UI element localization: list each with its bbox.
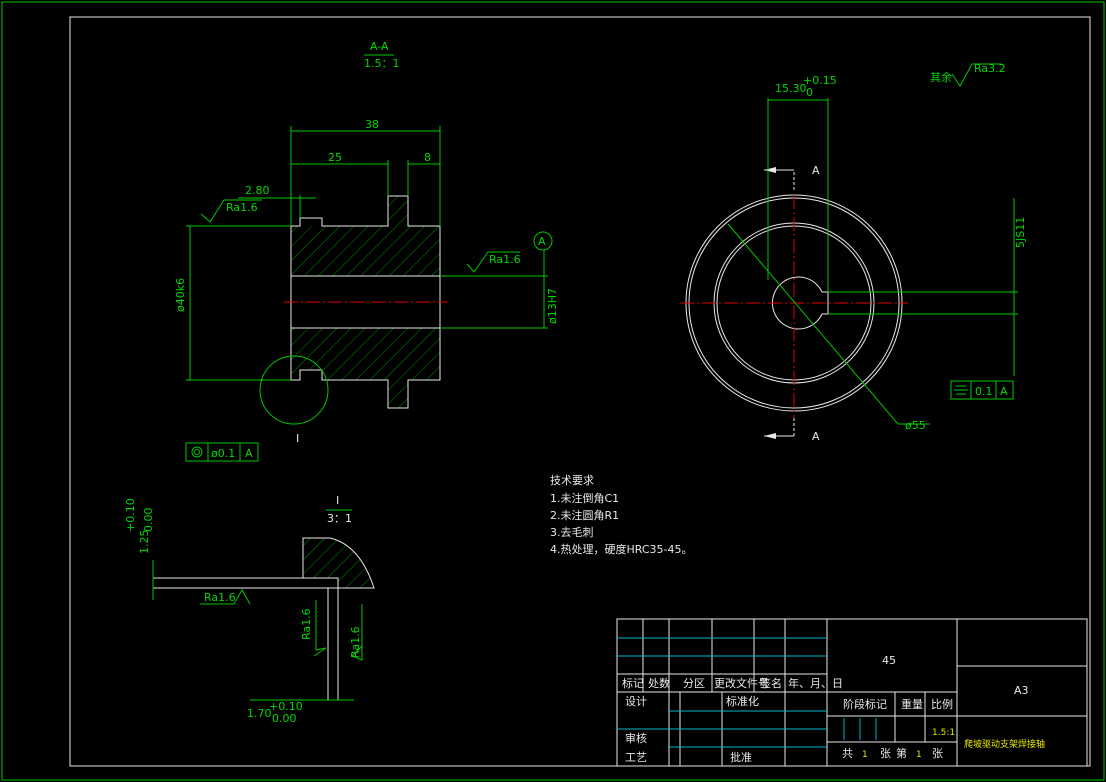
hatch-bottom [291, 328, 440, 408]
detail-roughness-vert2: Ra1.6 [349, 604, 363, 661]
section-mark-bottom: A [812, 430, 820, 443]
end-view [680, 194, 908, 420]
detail-geometry [153, 537, 375, 700]
hdr-craft: 工艺 [625, 751, 647, 764]
rest-label: 其余 [930, 70, 952, 84]
hdr-date: 年、月、日 [788, 676, 843, 690]
symmetry-value: 0.1 [975, 385, 993, 398]
symmetry-datum: A [1000, 385, 1008, 398]
hdr-review: 审核 [625, 731, 647, 745]
dim-25: 25 [291, 151, 389, 196]
section-scale: 1.5：1 [364, 57, 400, 70]
hdr-ratio: 比例 [931, 697, 953, 711]
section-view-label: A-A 1.5：1 [364, 40, 400, 70]
hdr-design: 设计 [625, 695, 647, 708]
detail-dim-v-low: 0.00 [142, 508, 155, 533]
dim-1530-up: +0.15 [803, 74, 837, 87]
shaft-section [284, 195, 448, 409]
roughness-bore: Ra1.6 [466, 251, 521, 273]
dim-38-text: 38 [365, 118, 379, 131]
dim-dia40-text: ø40k6 [174, 278, 187, 312]
hdr-sheet: 张 [880, 747, 891, 760]
material: 45 [882, 654, 896, 667]
detail-label: I [336, 494, 339, 507]
tech-notes: 技术要求 1.未注倒角C1 2.未注圆角R1 3.去毛刺 4.热处理，硬度HRC… [550, 474, 693, 556]
tech-note-4: 4.热处理，硬度HRC35-45。 [550, 542, 693, 556]
tech-note-3: 3.去毛刺 [550, 526, 594, 539]
hdr-page-n: 1 [916, 750, 922, 760]
detail-circle-label: I [296, 432, 299, 445]
detail-ra-vert2: Ra1.6 [349, 626, 362, 658]
hdr-sheet2: 张 [932, 747, 943, 760]
coaxiality-datum: A [245, 447, 253, 460]
tech-note-2: 2.未注圆角R1 [550, 508, 619, 522]
detail-dim-h-low: 0.00 [272, 712, 297, 725]
detail-ra-vert1: Ra1.6 [300, 608, 313, 640]
hdr-page: 第 [896, 746, 907, 760]
tech-notes-title: 技术要求 [550, 474, 594, 487]
detail-dim-h-base: 1.70 [247, 707, 272, 720]
hdr-standard: 标准化 [726, 694, 759, 708]
detail-dim-v-up: +0.10 [124, 498, 137, 532]
symmetry-frame: 0.1 A [950, 380, 1014, 400]
dim-dia55: ø55 [727, 223, 930, 432]
hdr-zone: 分区 [683, 677, 705, 690]
hdr-sign: 签名 [760, 676, 782, 690]
dim-8-text: 8 [424, 151, 431, 164]
hdr-total: 共 [842, 747, 853, 760]
hatch-top [291, 196, 440, 276]
tech-note-1: 1.未注倒角C1 [550, 491, 619, 505]
inner-frame [69, 16, 1091, 767]
detail-roughness-vert1: Ra1.6 [300, 600, 327, 657]
datum-a-bubble: A [538, 235, 546, 248]
hdr-total-n: 1 [862, 750, 868, 760]
hdr-weight: 重量 [901, 697, 923, 711]
dim-1530-low: 0 [806, 86, 813, 99]
detail-circle [259, 355, 329, 425]
dim-280-text: 2.80 [245, 184, 270, 197]
detail-dim-horizontal: 1.70 +0.10 0.00 [247, 699, 354, 725]
detail-view-label: I 3：1 [326, 494, 352, 525]
detail-scale: 3：1 [327, 512, 352, 525]
dim-280: 2.80 [238, 184, 316, 218]
dim-dia55-text: ø55 [905, 419, 926, 432]
detail-roughness-bottom: Ra1.6 [200, 588, 251, 605]
dim-1530-text: 15.30 [775, 82, 807, 95]
dim-1530: 15.30 +0.15 0 [767, 74, 837, 292]
roughness-general-text: Ra3.2 [974, 62, 1006, 75]
hdr-approve: 批准 [730, 750, 752, 764]
roughness-general: 其余 Ra3.2 [930, 62, 1006, 87]
scale-value: 1.5:1 [932, 728, 955, 738]
dim-dia13: ø13H7 A [440, 231, 559, 329]
part-name: 爬坡驱动支架焊接轴 [964, 738, 1045, 750]
section-mark-top: A [812, 164, 820, 177]
hdr-count: 处数 [648, 677, 670, 690]
dim-25-text: 25 [328, 151, 342, 164]
paper-size: A3 [1014, 684, 1029, 697]
coaxiality-value: ø0.1 [211, 447, 235, 460]
section-label: A-A [370, 40, 389, 53]
detail-dim-vertical: 1.25 +0.10 0.00 [124, 498, 155, 600]
section-marks: A A [764, 164, 820, 443]
dim-dia13-text: ø13H7 [546, 288, 559, 324]
detail-dim-v-base: 1.25 [138, 530, 151, 555]
roughness-left-text: Ra1.6 [226, 201, 258, 214]
dim-5js11-text: 5JS11 [1014, 217, 1027, 248]
coaxiality-frame: ø0.1 A [185, 442, 259, 462]
dim-38: 38 [290, 118, 441, 226]
hdr-stage: 阶段标记 [843, 697, 887, 711]
title-block: 45 A3 爬坡驱动支架焊接轴 1.5:1 标记 处数 分区 更改文件号 签名 … [616, 618, 1088, 767]
roughness-bore-text: Ra1.6 [489, 253, 521, 266]
dim-5js11: 5JS11 [828, 198, 1027, 376]
detail-dim-h-up: +0.10 [269, 700, 303, 713]
dim-dia40: ø40k6 [174, 225, 291, 381]
hdr-mark: 标记 [622, 676, 644, 690]
roughness-left: Ra1.6 [200, 199, 262, 223]
dim-8: 8 [407, 151, 440, 196]
shaft-outline [290, 195, 441, 409]
detail-ra-bottom: Ra1.6 [204, 591, 236, 604]
hdr-doc: 更改文件号 [714, 676, 769, 690]
